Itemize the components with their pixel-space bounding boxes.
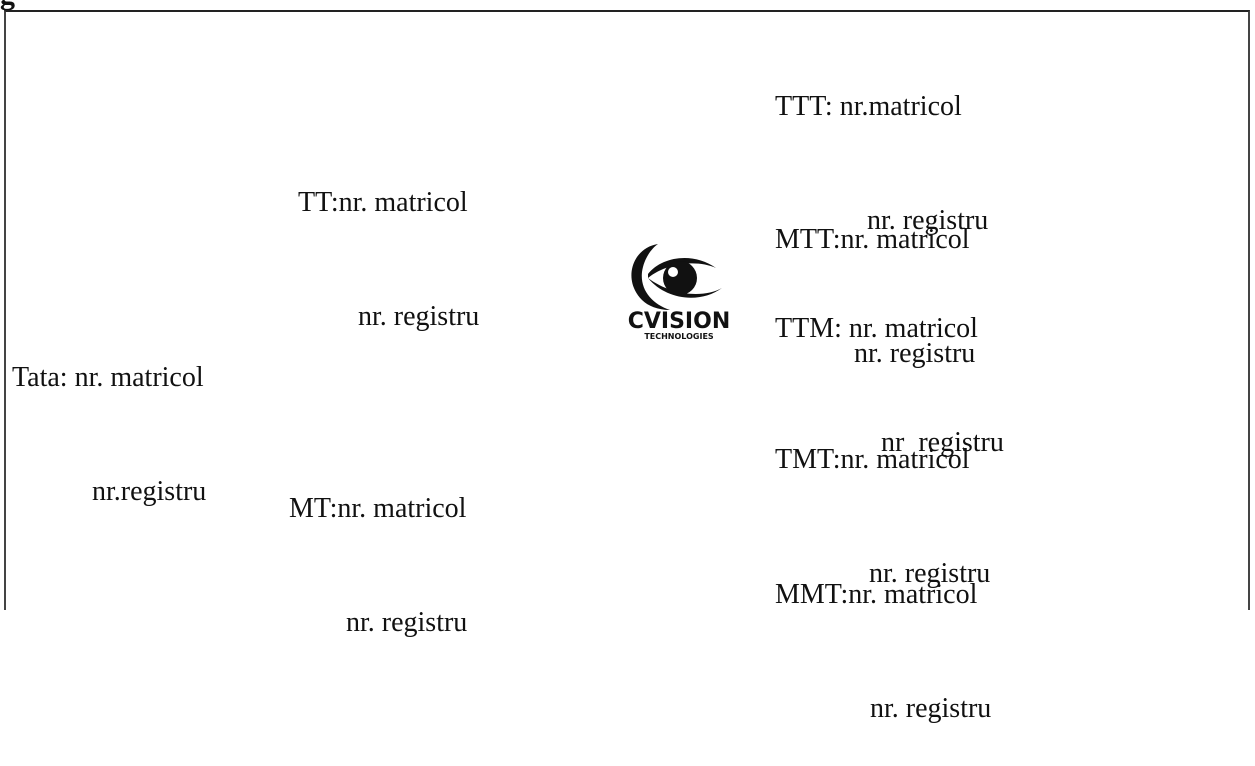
entry-registru-label: nr. registru bbox=[869, 558, 991, 589]
entry-matricol-label: MTT:nr. matricol bbox=[775, 224, 970, 255]
page-fragment-text: g bbox=[0, 0, 15, 10]
logo-tagline: TECHNOLOGIES bbox=[644, 332, 714, 341]
pedigree-entry-mt: MT:nr. matricol nr. registru bbox=[289, 414, 467, 680]
entry-registru-label: nr.registru bbox=[92, 476, 207, 507]
entry-registru-label: nr. registru bbox=[867, 205, 989, 236]
entry-registru-label: nr. registru bbox=[854, 338, 976, 369]
entry-matricol-label: TTT: nr.matricol bbox=[775, 91, 962, 122]
pedigree-table-frame bbox=[4, 10, 1250, 610]
pedigree-entry-mmt: MMT:nr. matricol nr. registru bbox=[775, 500, 991, 766]
logo-wordmark: CVISION bbox=[627, 309, 731, 334]
pedigree-entry-ttm: TTM: nr. matricol nr registru bbox=[775, 234, 1004, 500]
entry-matricol-label: TTM: nr. matricol bbox=[775, 313, 978, 344]
entry-matricol-label: TT:nr. matricol bbox=[298, 187, 468, 218]
pedigree-entry-tata: Tata: nr. matricol nr.registru bbox=[12, 283, 206, 549]
pedigree-entry-ttt: TTT: nr.matricol nr. registru bbox=[775, 12, 988, 278]
entry-registru-label: nr registru bbox=[881, 427, 1004, 458]
cvision-logo: CVISION TECHNOLOGIES bbox=[618, 238, 740, 348]
pedigree-entry-tmt: TMT:nr. matricol nr. registru bbox=[775, 365, 990, 631]
entry-registru-label: nr. registru bbox=[358, 301, 480, 332]
pedigree-entry-tt: TT:nr. matricol nr. registru bbox=[298, 108, 479, 374]
entry-registru-label: nr. registru bbox=[346, 607, 468, 638]
eye-icon bbox=[631, 244, 722, 310]
entry-matricol-label: Tata: nr. matricol bbox=[12, 362, 204, 393]
entry-matricol-label: TMT:nr. matricol bbox=[775, 444, 970, 475]
entry-matricol-label: MT:nr. matricol bbox=[289, 493, 467, 524]
pedigree-entry-mtt: MTT:nr. matricol nr. registru bbox=[775, 145, 975, 411]
entry-registru-label: nr. registru bbox=[870, 693, 992, 724]
entry-matricol-label: MMT:nr. matricol bbox=[775, 579, 978, 610]
